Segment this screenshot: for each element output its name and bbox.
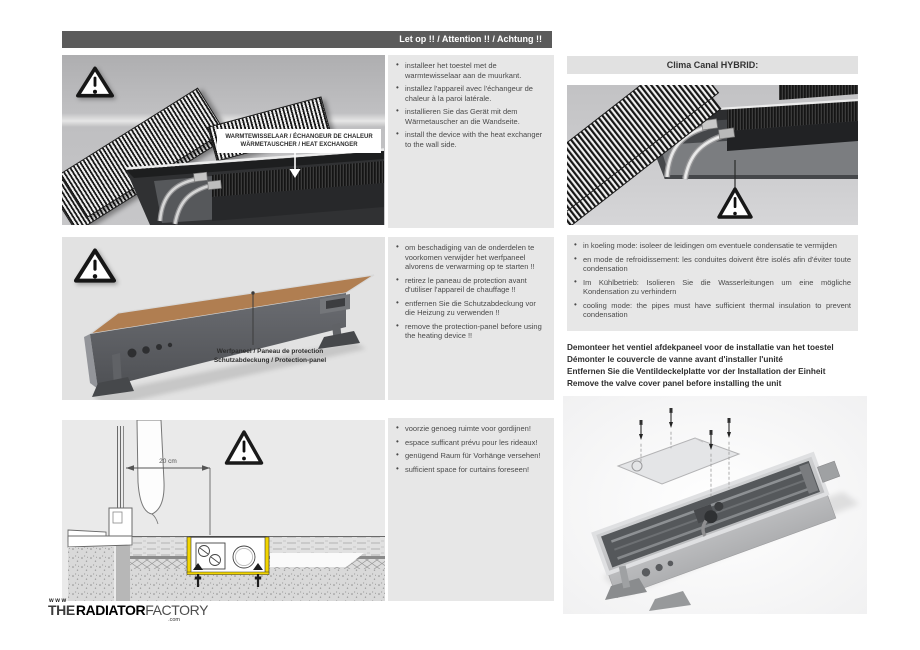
hybrid-photo	[567, 85, 858, 225]
valve-cover-removal-render	[563, 396, 867, 614]
bullet-item: installez l'appareil avec l'échangeur de…	[396, 83, 546, 103]
bullet-item: sufficient space for curtains foreseen!	[396, 464, 546, 475]
valve-note-fr: Démonter le couvercle de vanne avant d'i…	[567, 355, 783, 364]
protection-panel-label: Werfpaneel / Paneau de protection Schutz…	[160, 347, 380, 365]
protection-panel-label-line1: Werfpaneel / Paneau de protection	[216, 348, 324, 355]
logo-www: www	[49, 598, 68, 604]
hybrid-cooling-notes: in koeling mode: isoleer de leidingen om…	[567, 235, 858, 331]
bullet-list: om beschadiging van de onderdelen te voo…	[396, 242, 546, 341]
protection-panel-render: Werfpaneel / Paneau de protection Schutz…	[62, 237, 385, 400]
logo-the: THE	[48, 602, 75, 618]
instructions-curtain-space: voorzie genoeg ruimte voor gordijnen! es…	[388, 418, 554, 601]
logo-wordmark: THERADIATORFACTORY	[48, 602, 208, 618]
bullet-item: om beschadiging van de onderdelen te voo…	[396, 242, 546, 272]
radiator-factory-logo: www THERADIATORFACTORY .com	[48, 598, 208, 623]
heat-exchanger-label: WARMTEWISSELAAR / ÉCHANGEUR DE CHALEUR W…	[217, 129, 381, 153]
bullet-list: installeer het toestel met de warmtewiss…	[396, 60, 546, 149]
bullet-list: in koeling mode: isoleer de leidingen om…	[574, 240, 851, 320]
bullet-item: genügend Raum für Vorhänge versehen!	[396, 450, 546, 461]
valve-cover-plate	[616, 437, 741, 485]
warning-triangle-icon	[74, 248, 116, 283]
heat-exchanger-label-line1: WARMTEWISSELAAR / ÉCHANGEUR DE CHALEUR	[225, 134, 373, 140]
valve-note-en: Remove the valve cover panel before inst…	[567, 379, 782, 388]
warning-triangle-icon	[224, 430, 264, 465]
warning-triangle-icon	[717, 187, 753, 219]
bullet-item: installieren Sie das Gerät mit dem Wärme…	[396, 106, 546, 126]
heat-exchanger-photo: WARMTEWISSELAAR / ÉCHANGEUR DE CHALEUR W…	[62, 55, 385, 225]
logo-tld: .com	[168, 617, 180, 623]
protection-panel-label-line2: Schutzabdeckung / Protection-panel	[213, 357, 327, 364]
bullet-item: install the device with the heat exchang…	[396, 129, 546, 149]
bullet-item: in koeling mode: isoleer de leidingen om…	[574, 240, 851, 251]
bullet-item: Im Kühlbetrieb: Isolieren Sie die Wasser…	[574, 277, 851, 297]
bullet-item: cooling mode: the pipes must have suffic…	[574, 300, 851, 320]
valve-assembly	[693, 501, 724, 537]
screws	[639, 408, 731, 499]
alert-bar: Let op !! / Attention !! / Achtung !!	[62, 31, 552, 48]
trench-unit-illustration	[84, 274, 375, 400]
logo-radiator: RADIATOR	[75, 602, 146, 618]
bullet-item: voorzie genoeg ruimte voor gordijnen!	[396, 423, 546, 434]
bullet-item: en mode de refroidissement: les conduite…	[574, 254, 851, 274]
bullet-item: installeer het toestel met de warmtewiss…	[396, 60, 546, 80]
anchor-bolts	[193, 563, 263, 587]
warning-triangle-icon	[76, 66, 114, 98]
floor-trench-illustration	[125, 148, 385, 225]
bullet-item: retirez le paneau de protection avant d'…	[396, 275, 546, 295]
cross-section-drawing: 20 cm	[62, 420, 385, 601]
bullet-list: voorzie genoeg ruimte voor gordijnen! es…	[396, 423, 546, 475]
label-arrow-icon	[289, 153, 301, 178]
valve-note-nl: Demonteer het ventiel afdekpaneel voor d…	[567, 343, 834, 352]
installation-section-illustration: 20 cm	[67, 420, 385, 601]
hybrid-title: Clima Canal HYBRID:	[567, 56, 858, 74]
hybrid-trench-illustration	[567, 85, 858, 225]
logo-factory: FACTORY	[145, 602, 209, 618]
bullet-item: remove the protection-panel before using…	[396, 321, 546, 341]
instructions-protection-panel: om beschadiging van de onderdelen te voo…	[388, 237, 554, 400]
bullet-item: entfernen Sie die Schutzabdeckung vor di…	[396, 298, 546, 318]
valve-note-de: Entfernen Sie die Ventildeckelplatte vor…	[567, 367, 826, 376]
dimension-label: 20 cm	[159, 458, 177, 465]
instructions-wall-side: installeer het toestel met de warmtewiss…	[388, 55, 554, 228]
bullet-item: espace sufficant prévu pour les rideaux!	[396, 437, 546, 448]
valve-cover-note: Demonteer het ventiel afdekpaneel voor d…	[567, 342, 877, 390]
grille-panel	[567, 85, 722, 225]
heat-exchanger-label-line2: WÄRMETAUSCHER / HEAT EXCHANGER	[240, 142, 358, 148]
valve-cover-illustration	[563, 396, 867, 614]
